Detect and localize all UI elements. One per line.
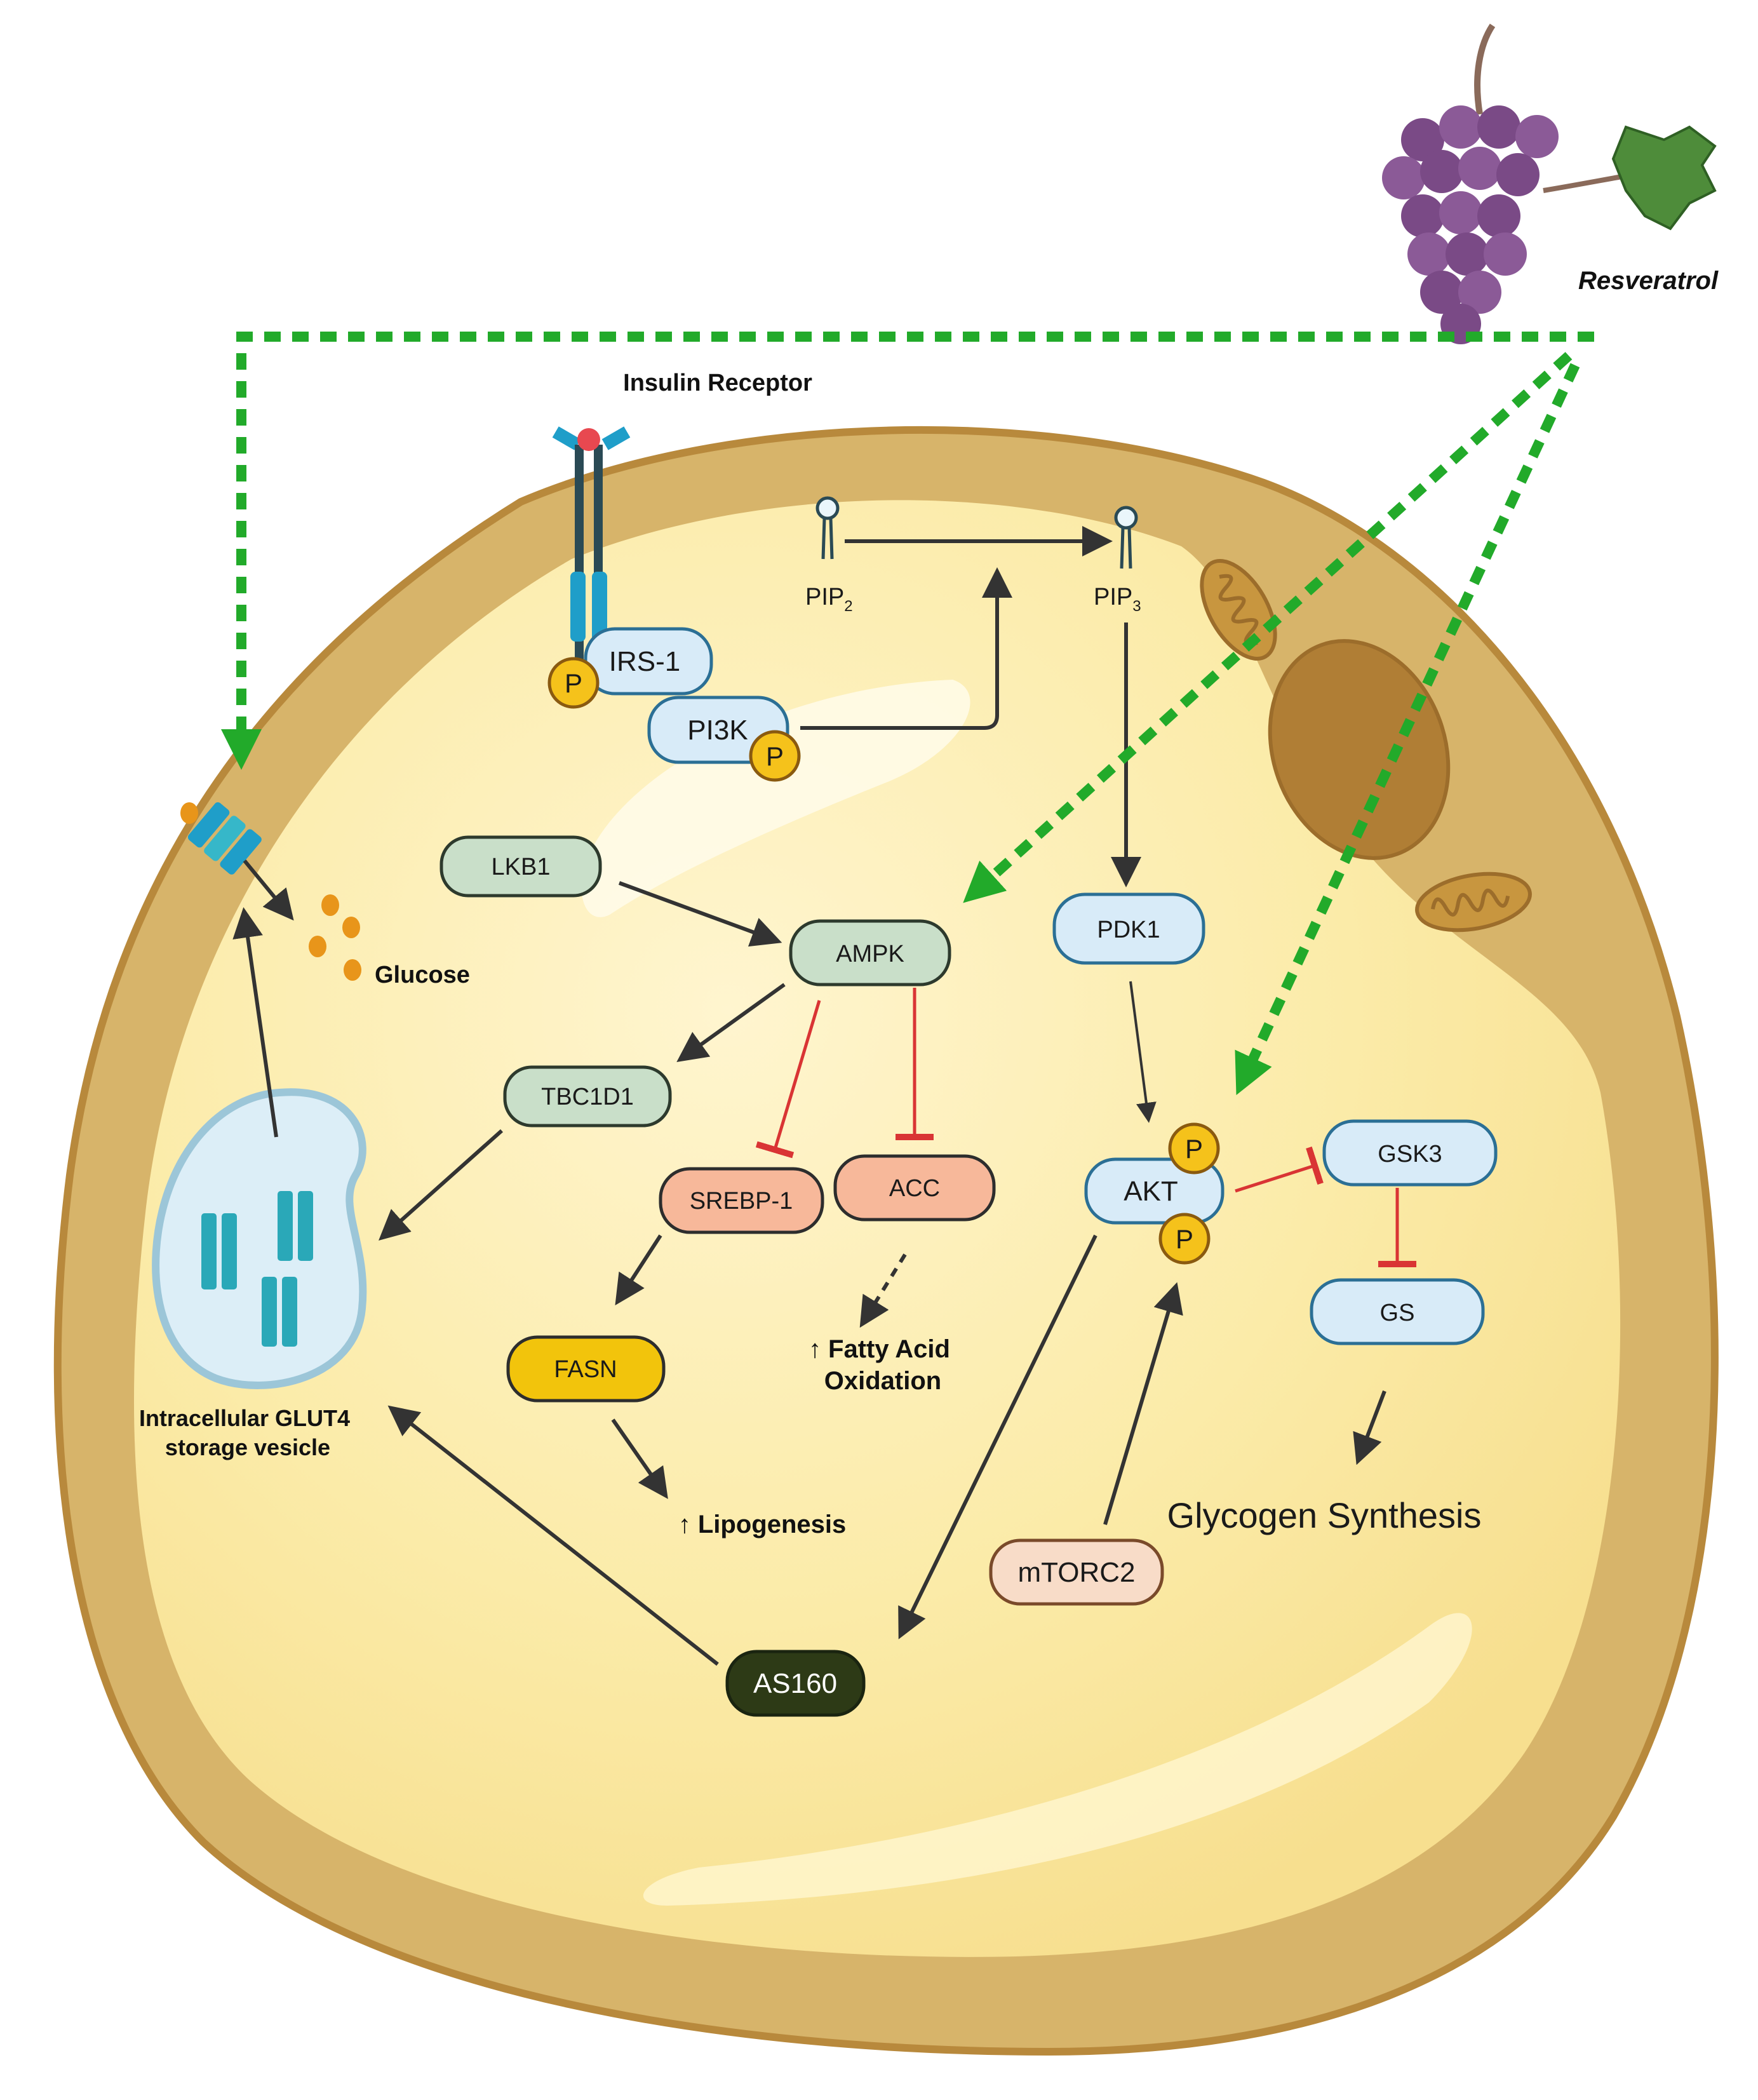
resveratrol-to-akt (1235, 363, 1580, 1096)
resveratrol-to-glut4 (221, 332, 1594, 770)
lipogenesis-label: ↑ Lipogenesis (678, 1511, 847, 1538)
svg-text:PDK1: PDK1 (1097, 917, 1160, 943)
resveratrol-label: Resveratrol (1578, 267, 1719, 295)
svg-text:GSK3: GSK3 (1378, 1141, 1442, 1168)
pip2-lipid-icon (815, 496, 840, 560)
arrow-pi3k-to-pip2pip3 (800, 567, 1012, 730)
glycogen-synthesis-label: Glycogen Synthesis (1167, 1495, 1482, 1535)
arrow-glut4-to-glucose (243, 859, 294, 921)
cytoplasm-highlight-2 (643, 1613, 1472, 1906)
node-ampk: AMPK (789, 919, 951, 986)
node-akt: AKT (1084, 1157, 1225, 1225)
mitochondrion-icon (1415, 872, 1532, 932)
nucleus (1268, 639, 1451, 860)
svg-text:TBC1D1: TBC1D1 (541, 1084, 634, 1110)
arrow-mtorc2-to-akt (1103, 1282, 1183, 1525)
arrow-fasn-to-lipogenesis (611, 1418, 668, 1499)
node-tbc1d1: TBC1D1 (503, 1065, 672, 1127)
arrow-lkb1-to-ampk (618, 881, 782, 947)
node-gs: GS (1310, 1278, 1485, 1345)
grape-icon (1382, 24, 1717, 344)
insulin-receptor-icon (552, 426, 631, 686)
insulin-receptor-label: Insulin Receptor (623, 370, 812, 396)
arrow-acc-to-fatty-acid (859, 1253, 907, 1328)
svg-text:P: P (565, 668, 582, 698)
arrow-srebp1-to-fasn (615, 1234, 662, 1306)
svg-text:P: P (1185, 1134, 1203, 1164)
node-lkb1: LKB1 (440, 835, 602, 898)
resveratrol-arrows (221, 332, 1594, 1096)
svg-text:GS: GS (1380, 1300, 1415, 1326)
arrow-as160-to-vesicle (387, 1405, 719, 1666)
svg-text:P: P (1176, 1224, 1193, 1254)
node-fasn: FASN (506, 1335, 666, 1403)
svg-text:SREBP-1: SREBP-1 (690, 1188, 793, 1215)
glucose-label: Glucose (375, 962, 470, 988)
cytoplasm-highlight (581, 680, 970, 917)
phospho-badge-irs1: P (547, 657, 600, 709)
node-pdk1: PDK1 (1052, 892, 1205, 965)
svg-text:LKB1: LKB1 (492, 854, 551, 880)
phospho-badge-akt-top: P (1168, 1122, 1220, 1175)
inhibit-ampk-srebp1 (755, 1000, 821, 1159)
arrow-vesicle-to-membrane (232, 907, 278, 1138)
svg-text:IRS-1: IRS-1 (609, 646, 680, 677)
activation-arrows (232, 526, 1386, 1666)
arrow-akt-to-as160 (898, 1234, 1097, 1639)
fatty-acid-oxidation-label: ↑ Fatty Acid Oxidation (809, 1335, 957, 1395)
pip3-label: PIP3 (1094, 584, 1141, 615)
node-srebp1: SREBP-1 (659, 1167, 824, 1234)
svg-text:P: P (766, 741, 784, 771)
node-mtorc2: mTORC2 (989, 1538, 1164, 1606)
arrow-pdk1-to-akt (1129, 981, 1157, 1123)
svg-text:FASN: FASN (554, 1356, 617, 1383)
mitochondrion-icon (1200, 559, 1277, 661)
node-as160: AS160 (725, 1650, 866, 1717)
inhibition-lines (755, 988, 1416, 1267)
glut4-transporter-icon (187, 802, 262, 875)
node-gsk3: GSK3 (1322, 1119, 1498, 1187)
glut4-storage-vesicle-icon (152, 1088, 367, 1389)
node-acc: ACC (833, 1154, 996, 1222)
grape-leaf-icon (1611, 125, 1717, 231)
phospho-badge-akt-bottom: P (1158, 1213, 1211, 1265)
pip2-label: PIP2 (805, 584, 853, 615)
svg-text:mTORC2: mTORC2 (1018, 1557, 1136, 1588)
svg-text:AKT: AKT (1124, 1176, 1178, 1207)
resveratrol-to-ampk (963, 352, 1573, 903)
inhibit-akt-gsk3 (1235, 1146, 1324, 1193)
glut4-vesicle-label: Intracellular GLUT4 storage vesicle (139, 1405, 356, 1460)
node-irs1: IRS-1 (584, 627, 713, 696)
svg-text:AMPK: AMPK (836, 941, 904, 967)
glucose-molecules (180, 802, 361, 981)
svg-text:ACC: ACC (889, 1175, 940, 1202)
svg-text:AS160: AS160 (753, 1668, 837, 1699)
arrow-tbc1d1-to-vesicle (379, 1129, 503, 1241)
svg-text:PI3K: PI3K (687, 715, 748, 746)
pip3-lipid-icon (1114, 506, 1138, 569)
arrow-ampk-to-tbc1d1 (676, 983, 786, 1063)
phospho-badge-pi3k: P (749, 730, 801, 782)
arrow-gs-to-glycogen (1353, 1390, 1386, 1465)
